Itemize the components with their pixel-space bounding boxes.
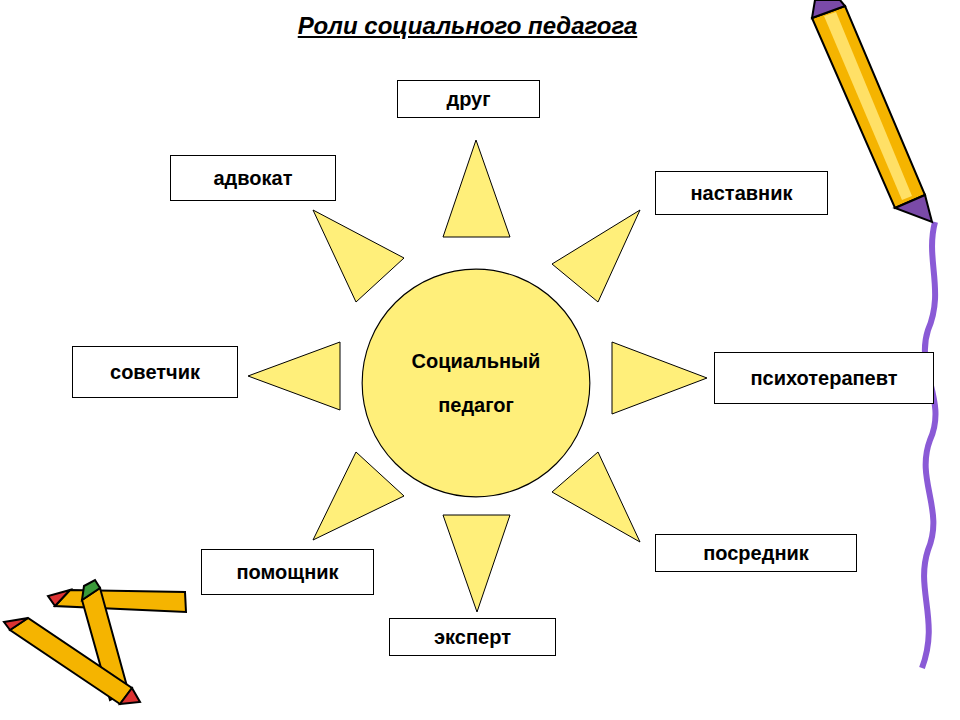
role-label: помощник	[236, 561, 338, 584]
sun-ray	[612, 342, 707, 414]
role-label: друг	[446, 88, 490, 111]
role-label: посредник	[703, 542, 809, 565]
role-label: эксперт	[434, 626, 511, 649]
role-box: посредник	[655, 534, 857, 572]
role-box: адвокат	[170, 155, 336, 201]
sun-ray	[443, 140, 510, 237]
diagram-title: Роли социального педагога	[0, 12, 935, 40]
circle-outline	[361, 268, 591, 498]
role-box: помощник	[201, 549, 374, 595]
crayons	[4, 580, 186, 704]
role-box: друг	[397, 80, 540, 118]
role-label: адвокат	[214, 167, 293, 190]
sun-ray	[443, 515, 510, 612]
role-label: психотерапевт	[750, 367, 897, 390]
role-box: психотерапевт	[714, 352, 934, 404]
sun-ray	[313, 210, 404, 302]
center-circle: Социальный педагог	[361, 268, 591, 498]
sun-ray	[552, 210, 640, 302]
center-label: Социальный педагог	[401, 339, 551, 427]
pencil	[812, 0, 932, 222]
sun-ray	[552, 452, 640, 542]
role-label: наставник	[691, 182, 793, 205]
role-label: советчик	[110, 361, 200, 384]
wavy-line	[922, 222, 936, 668]
sun-ray	[313, 452, 404, 540]
role-box: эксперт	[389, 618, 556, 656]
role-box: советчик	[72, 346, 238, 398]
role-box: наставник	[655, 171, 828, 215]
sun-ray	[248, 342, 340, 410]
